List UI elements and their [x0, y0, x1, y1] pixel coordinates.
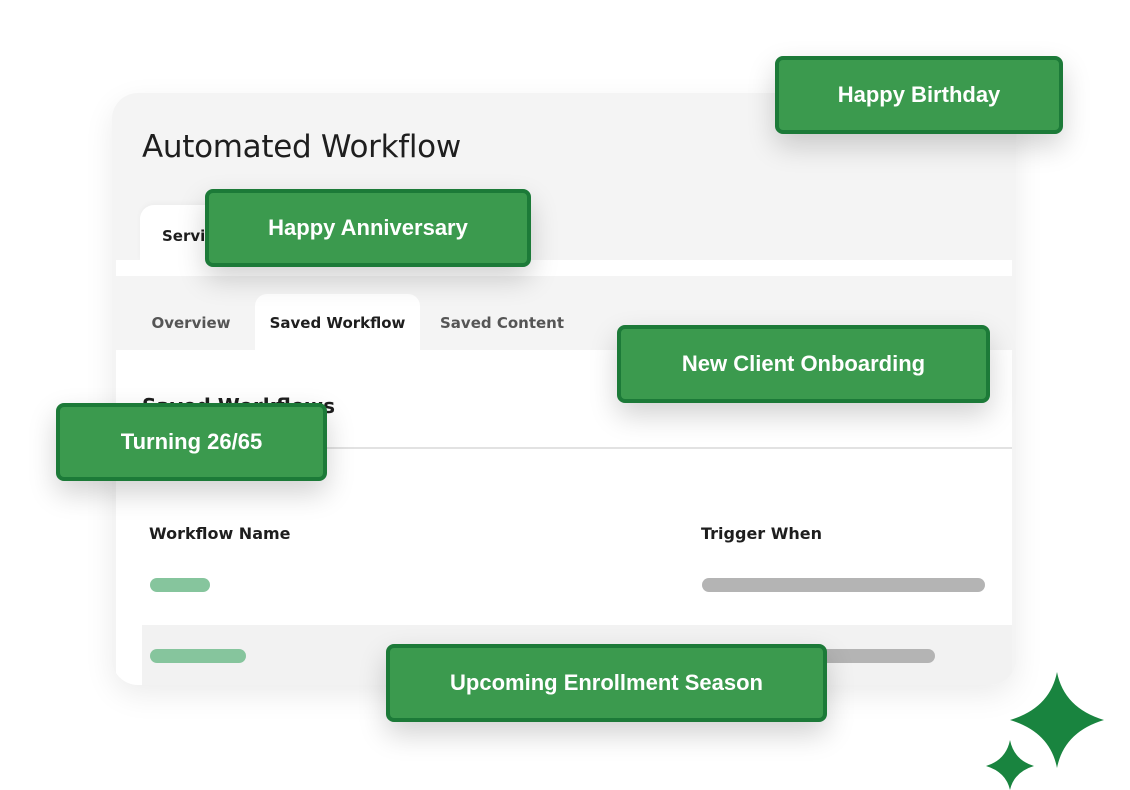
tag-happy-birthday[interactable]: Happy Birthday — [775, 56, 1063, 134]
tag-new-client-onboarding[interactable]: New Client Onboarding — [617, 325, 990, 403]
trigger-placeholder — [802, 649, 935, 663]
workflow-name-placeholder — [150, 649, 246, 663]
tag-upcoming-enrollment-season[interactable]: Upcoming Enrollment Season — [386, 644, 827, 722]
column-header-workflow-name[interactable]: Workflow Name — [149, 524, 291, 543]
tab-services-label: Servi — [162, 227, 206, 245]
trigger-placeholder — [702, 578, 985, 592]
section-divider — [116, 447, 1012, 449]
tab-saved-content[interactable]: Saved Content — [439, 314, 565, 332]
page-title: Automated Workflow — [142, 129, 461, 165]
workflow-name-placeholder — [150, 578, 210, 592]
sub-tab-bar: Overview Saved Workflow Saved Content — [112, 294, 1016, 350]
tab-saved-workflow[interactable]: Saved Workflow — [255, 294, 420, 350]
tab-overview[interactable]: Overview — [151, 314, 231, 332]
large-sparkle-icon — [1010, 672, 1104, 768]
sparkle-icon — [986, 672, 1104, 790]
tag-happy-anniversary[interactable]: Happy Anniversary — [205, 189, 531, 267]
column-header-trigger-when[interactable]: Trigger When — [701, 524, 823, 543]
small-sparkle-icon — [986, 740, 1034, 790]
tag-turning-26-65[interactable]: Turning 26/65 — [56, 403, 327, 481]
